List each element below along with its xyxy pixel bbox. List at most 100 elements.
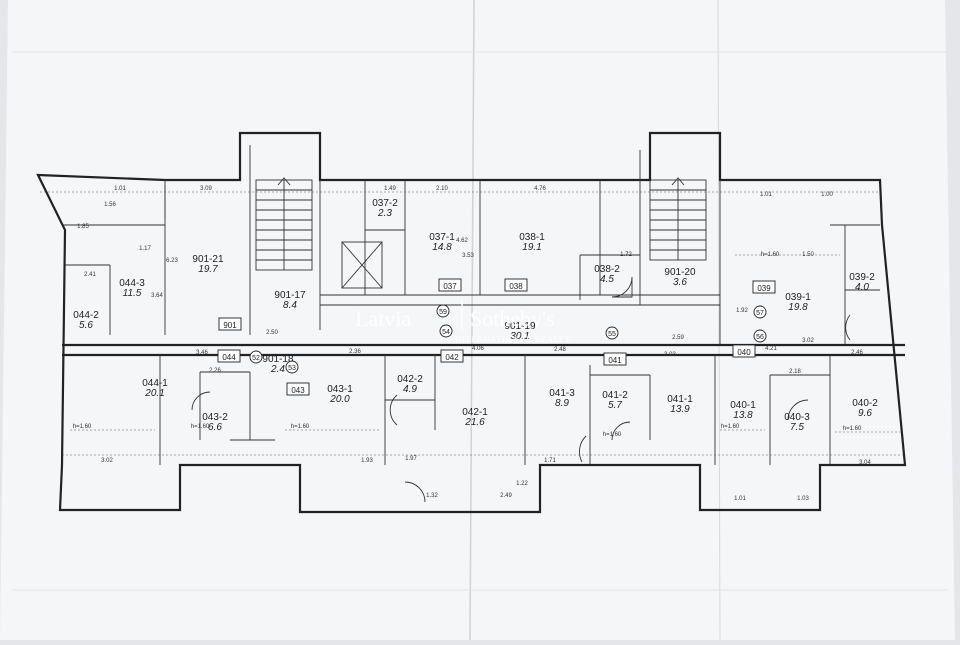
dimension-value: 4.06: [472, 346, 484, 352]
room-code: 040-1: [730, 400, 756, 411]
room-code: 901-19: [504, 321, 536, 332]
outer-wall: [36, 131, 907, 514]
room-area: 7.5: [790, 422, 804, 433]
watermark: Latvia Sotheby's INTERNATIONAL REALTY: [355, 300, 572, 344]
room-tag: 038: [509, 282, 523, 291]
staircase-right: [649, 177, 707, 261]
section-marker-circle: [436, 304, 450, 318]
dimension-value: 2.10: [436, 186, 448, 192]
room-labels: 901-2119.7901-178.4037-22.3037-114.8038-…: [73, 198, 878, 433]
room-code: 041-3: [549, 388, 575, 399]
floor-height-label: h=1.60: [191, 424, 210, 430]
dimension-value: 1.01: [114, 186, 126, 192]
dimension-value: 1.49: [384, 186, 396, 192]
room-tag: 039: [757, 284, 771, 293]
dimension-value: 3.09: [200, 186, 212, 192]
section-marker-circle: [285, 360, 299, 374]
room-tag-box: [752, 280, 776, 294]
floor-height-label: h=1.60: [73, 424, 92, 430]
room-tag-box: [732, 344, 756, 358]
room-tag-box: [603, 352, 627, 366]
section-marker: 56: [756, 334, 764, 341]
room-code: 044-1: [142, 378, 168, 389]
section-marker: 53: [288, 365, 296, 372]
dimension-value: 3.64: [151, 293, 163, 299]
room-code: 901-17: [274, 290, 306, 301]
room-tag: 041: [608, 356, 622, 365]
room-area: 4.9: [403, 384, 417, 395]
dimension-value: 6.23: [166, 258, 178, 264]
dimension-value: 2.59: [672, 335, 684, 341]
dimension-value: 1.93: [361, 458, 373, 464]
room-tag: 044: [222, 353, 236, 362]
dimension-value: 3.04: [859, 460, 871, 466]
room-code: 042-2: [397, 374, 423, 385]
room-area: 8.4: [283, 300, 297, 311]
dimension-value: 4.76: [534, 186, 546, 192]
room-tag-box: [218, 317, 242, 331]
room-area: 30.1: [510, 331, 529, 342]
room-code: 043-1: [327, 384, 353, 395]
section-marker-circle: [439, 324, 453, 338]
room-code: 042-1: [462, 407, 488, 418]
dimension-value: 3.53: [462, 253, 474, 259]
room-area: 19.1: [522, 242, 541, 253]
room-tag: 040: [737, 348, 751, 357]
room-area: 2.4: [270, 364, 285, 375]
room-tag-box: [217, 349, 241, 363]
floor-height-label: h=1.60: [291, 424, 310, 430]
floor-height-label: h=1.60: [721, 424, 740, 430]
dimension-value: 3.46: [196, 350, 208, 356]
room-tag-box: [286, 382, 310, 396]
floor-height-label: h=1.60: [603, 432, 622, 438]
room-area: 21.6: [464, 417, 485, 428]
room-code: 901-18: [262, 354, 294, 365]
section-marker-circle: [753, 305, 767, 319]
room-area: 5.7: [608, 400, 622, 411]
room-tag-box: [440, 349, 464, 363]
dimension-value: 1.71: [544, 458, 556, 464]
room-code: 037-2: [372, 198, 398, 209]
dimension-value: 1.01: [734, 496, 746, 502]
room-area: 8.9: [555, 398, 569, 409]
dimension-value: 4.21: [765, 346, 777, 352]
dimension-value: 1.32: [426, 493, 438, 499]
room-area: 20.1: [144, 388, 164, 399]
dimension-value: 3.02: [101, 458, 113, 464]
room-area: 11.5: [123, 288, 142, 299]
dimension-value: 1.92: [736, 308, 748, 314]
room-code: 040-2: [852, 398, 878, 409]
floor-height-label: h=1.60: [843, 426, 862, 432]
door-swings: [191, 276, 851, 503]
staircase-left: [255, 177, 313, 271]
section-marker: 59: [439, 309, 447, 316]
room-code: 041-2: [602, 390, 628, 401]
watermark-sub: INTERNATIONAL REALTY: [455, 335, 572, 344]
dimension-value: 1.01: [760, 192, 772, 198]
room-code: 039-1: [785, 292, 811, 303]
dimension-value: 1.03: [797, 496, 809, 502]
room-code: 038-1: [519, 232, 545, 243]
floor-height-label: h=1.60: [761, 252, 780, 258]
dimension-value: 2.26: [209, 368, 221, 374]
dimension-value: 2.18: [789, 369, 801, 375]
room-area: 13.9: [670, 404, 690, 415]
room-area: 20.0: [329, 394, 350, 405]
room-area: 13.8: [733, 410, 753, 421]
dimension-value: 3.02: [802, 338, 814, 344]
dimension-value: 2.36: [349, 349, 361, 355]
dimension-value: 1.50: [802, 252, 814, 258]
room-code: 041-1: [667, 394, 693, 405]
elevator-shaft: [341, 241, 383, 289]
dimension-value: 2.46: [851, 350, 863, 356]
room-area: 4.0: [855, 282, 869, 293]
room-code: 040-3: [784, 412, 810, 423]
room-code: 901-20: [664, 267, 696, 278]
dimension-value: 1.85: [77, 224, 89, 230]
